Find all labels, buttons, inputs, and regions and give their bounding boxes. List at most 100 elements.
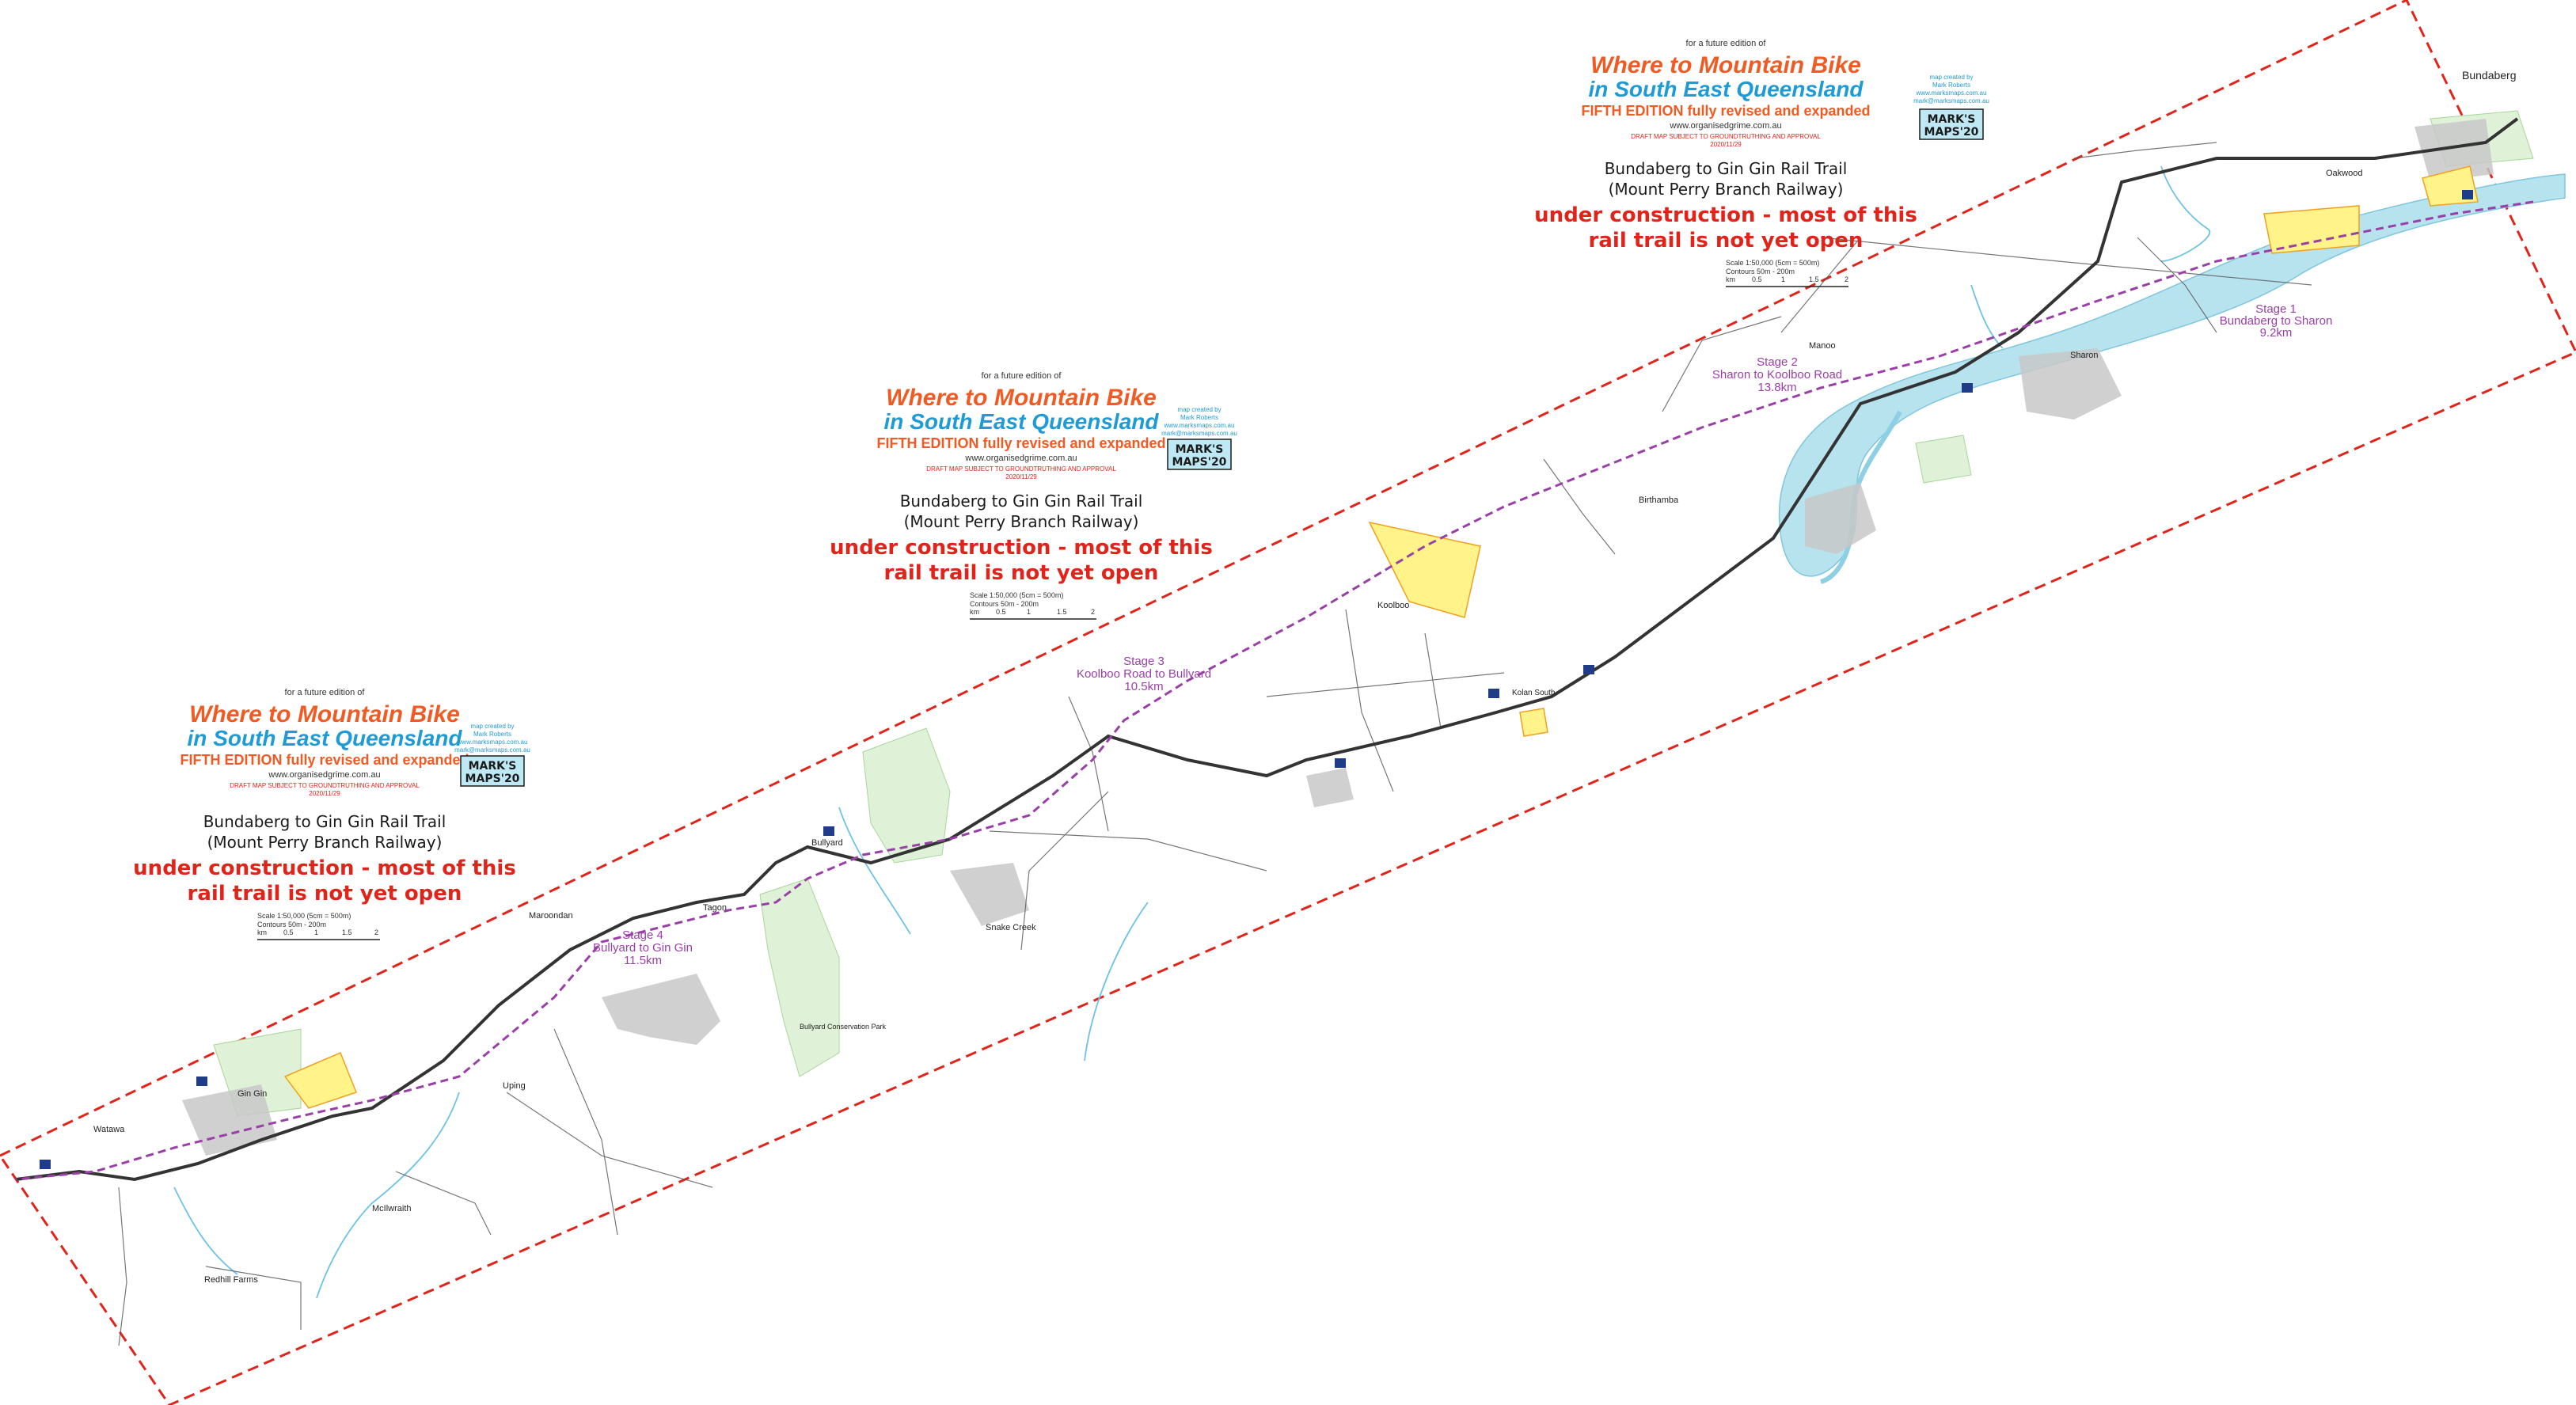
header-block-1: for a future edition of Where to Mountai… bbox=[1534, 39, 1989, 287]
draft-text: DRAFT MAP SUBJECT TO GROUNDTRUTHING AND … bbox=[1631, 133, 1821, 140]
credit-line1: map created by bbox=[1929, 74, 1973, 81]
stage-2-label: Stage 2 Sharon to Koolboo Road 13.8km bbox=[1712, 355, 1842, 394]
place-watawa: Watawa bbox=[93, 1125, 125, 1134]
svg-text:1: 1 bbox=[314, 928, 318, 936]
roads bbox=[118, 142, 2312, 1346]
website-text: www.organisedgrime.com.au bbox=[1669, 121, 1781, 131]
title-line2: (Mount Perry Branch Railway) bbox=[904, 512, 1139, 531]
brand-line3: FIFTH EDITION fully revised and expanded bbox=[1581, 103, 1870, 119]
title-line2: (Mount Perry Branch Railway) bbox=[207, 833, 443, 852]
svg-text:2: 2 bbox=[1091, 608, 1095, 616]
title-line2: (Mount Perry Branch Railway) bbox=[1609, 180, 1844, 199]
marks-maps-text1: MARK'S bbox=[469, 760, 517, 773]
svg-text:Koolboo Road to Bullyard: Koolboo Road to Bullyard bbox=[1077, 667, 1211, 681]
marks-maps-logo bbox=[1167, 439, 1232, 470]
svg-text:9.2km: 9.2km bbox=[2260, 326, 2293, 340]
place-manoo: Manoo bbox=[1809, 341, 1836, 351]
place-gin-gin: Gin Gin bbox=[237, 1089, 267, 1099]
rail-station-icon bbox=[2462, 190, 2473, 199]
svg-text:2: 2 bbox=[374, 928, 378, 936]
title-line1: Bundaberg to Gin Gin Rail Trail bbox=[1605, 159, 1848, 178]
date-text: 2020/11/29 bbox=[309, 790, 340, 797]
warning-line2: rail trail is not yet open bbox=[1589, 229, 1864, 253]
brand-line2: in South East Queensland bbox=[884, 409, 1160, 434]
brand-line1: Where to Mountain Bike bbox=[189, 701, 460, 727]
rail-station-icon bbox=[1488, 689, 1499, 698]
marks-maps-text1: MARK'S bbox=[1176, 443, 1224, 456]
urban-areas bbox=[182, 119, 2494, 1156]
warning-line1: under construction - most of this bbox=[133, 856, 516, 880]
credit-line4: mark@marksmaps.com.au bbox=[1913, 97, 1989, 104]
stage-3-label: Stage 3 Koolboo Road to Bullyard 10.5km bbox=[1077, 655, 1211, 693]
brand-line2: in South East Queensland bbox=[1589, 77, 1864, 101]
credit-line3: www.marksmaps.com.au bbox=[1164, 422, 1235, 429]
place-uping: Uping bbox=[503, 1081, 526, 1091]
place-bullyard-conservation-park: Bullyard Conservation Park bbox=[800, 1023, 887, 1031]
rail-station-icon bbox=[1583, 665, 1594, 674]
rail-trail-route[interactable] bbox=[15, 200, 2534, 1181]
marks-maps-text2: MAPS'20 bbox=[1172, 456, 1227, 469]
place-labels: Bundaberg Oakwood Sharon Manoo Birthamba… bbox=[93, 69, 2517, 1285]
scale-line2: Contours 50m - 200m bbox=[1726, 268, 1795, 275]
scale-bar: km 0.5 1 1.5 2 bbox=[257, 928, 380, 940]
place-birthamba: Birthamba bbox=[1639, 496, 1679, 505]
brand-line3: FIFTH EDITION fully revised and expanded bbox=[876, 435, 1165, 451]
place-bundaberg: Bundaberg bbox=[2462, 69, 2517, 82]
place-redhill-farms: Redhill Farms bbox=[204, 1275, 258, 1285]
credit-line4: mark@marksmaps.com.au bbox=[1161, 430, 1237, 437]
place-bullyard: Bullyard bbox=[811, 838, 843, 848]
svg-text:Stage 2: Stage 2 bbox=[1757, 355, 1798, 369]
station-icons bbox=[40, 190, 2473, 1169]
creeks bbox=[173, 165, 2211, 1299]
draft-text: DRAFT MAP SUBJECT TO GROUNDTRUTHING AND … bbox=[926, 465, 1116, 473]
brand-line2: in South East Queensland bbox=[188, 726, 463, 750]
header-block-2: for a future edition of Where to Mountai… bbox=[830, 371, 1237, 620]
marks-maps-logo bbox=[460, 755, 525, 787]
future-edition-text: for a future edition of bbox=[285, 688, 366, 697]
svg-text:1.5: 1.5 bbox=[342, 928, 352, 936]
warning-line2: rail trail is not yet open bbox=[188, 882, 462, 906]
railway-line bbox=[15, 117, 2519, 1182]
rail-station-icon bbox=[1335, 758, 1346, 768]
svg-text:km: km bbox=[970, 608, 979, 616]
future-edition-text: for a future edition of bbox=[1686, 39, 1767, 48]
future-edition-text: for a future edition of bbox=[982, 371, 1062, 381]
credit-line2: Mark Roberts bbox=[1932, 82, 1970, 89]
scale-bar: km 0.5 1 1.5 2 bbox=[970, 608, 1096, 620]
marks-maps-text2: MAPS'20 bbox=[1924, 126, 1979, 139]
draft-text: DRAFT MAP SUBJECT TO GROUNDTRUTHING AND … bbox=[230, 782, 420, 789]
scale-line2: Contours 50m - 200m bbox=[257, 921, 326, 928]
date-text: 2020/11/29 bbox=[1005, 473, 1037, 480]
title-line1: Bundaberg to Gin Gin Rail Trail bbox=[900, 492, 1143, 511]
stage-1-label: Stage 1 Bundaberg to Sharon 9.2km bbox=[2220, 302, 2333, 340]
svg-text:Bundaberg to Sharon: Bundaberg to Sharon bbox=[2220, 314, 2333, 328]
svg-text:Stage 3: Stage 3 bbox=[1123, 655, 1165, 668]
svg-text:1: 1 bbox=[1027, 608, 1031, 616]
website-text: www.organisedgrime.com.au bbox=[268, 770, 380, 780]
svg-text:1.5: 1.5 bbox=[1057, 608, 1067, 616]
svg-text:13.8km: 13.8km bbox=[1757, 381, 1796, 394]
svg-text:0.5: 0.5 bbox=[283, 928, 294, 936]
scale-line1: Scale 1:50,000 (5cm = 500m) bbox=[970, 591, 1063, 599]
svg-text:km: km bbox=[257, 928, 267, 936]
place-oakwood: Oakwood bbox=[2326, 169, 2362, 178]
warning-line1: under construction - most of this bbox=[830, 536, 1213, 560]
credit-line4: mark@marksmaps.com.au bbox=[454, 746, 530, 754]
svg-text:Bullyard to Gin Gin: Bullyard to Gin Gin bbox=[593, 941, 693, 955]
website-text: www.organisedgrime.com.au bbox=[964, 454, 1077, 463]
brand-line3: FIFTH EDITION fully revised and expanded bbox=[180, 752, 469, 768]
warning-line1: under construction - most of this bbox=[1534, 203, 1917, 227]
place-maroondan: Maroondan bbox=[529, 911, 573, 921]
credit-line3: www.marksmaps.com.au bbox=[1916, 89, 1987, 97]
scale-line2: Contours 50m - 200m bbox=[970, 600, 1039, 608]
marks-maps-text1: MARK'S bbox=[1928, 113, 1976, 126]
credit-line2: Mark Roberts bbox=[1180, 414, 1218, 421]
svg-text:10.5km: 10.5km bbox=[1124, 680, 1163, 693]
credit-line3: www.marksmaps.com.au bbox=[457, 739, 528, 746]
place-tagon: Tagon bbox=[703, 903, 727, 913]
svg-text:2: 2 bbox=[1845, 275, 1848, 283]
credit-line1: map created by bbox=[470, 723, 514, 730]
rail-station-icon bbox=[823, 826, 834, 836]
warning-line2: rail trail is not yet open bbox=[884, 561, 1159, 585]
